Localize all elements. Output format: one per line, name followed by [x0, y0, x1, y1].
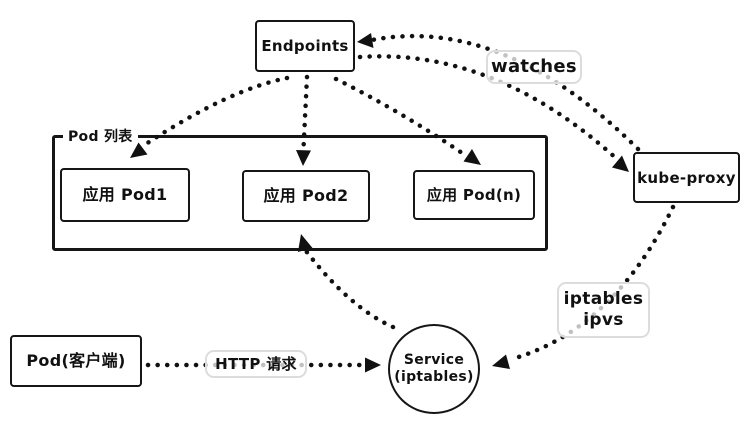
watches-text: watches — [491, 55, 577, 77]
edge-label-watches: watches — [486, 50, 582, 84]
node-podn-label: 应用 Pod(n) — [426, 186, 522, 204]
node-service-label-line2: (iptables) — [394, 369, 474, 385]
node-podn: 应用 Pod(n) — [413, 170, 535, 220]
arrowhead-service-left — [365, 357, 381, 373]
ipvs-text: ipvs — [583, 310, 624, 330]
node-kube-proxy: kube-proxy — [633, 152, 740, 203]
arrowhead-kubeproxy — [612, 155, 629, 172]
edge-endpoints-podn — [333, 76, 468, 158]
arrowhead-pod1 — [130, 142, 148, 158]
arrowhead-pod2-bottom — [298, 234, 313, 252]
node-pod2: 应用 Pod2 — [242, 170, 370, 222]
edge-service-pod2 — [303, 248, 396, 330]
arrowhead-podn — [463, 149, 481, 165]
arrowhead-endpoints — [357, 33, 374, 48]
node-service-label-line1: Service — [403, 352, 465, 369]
pod-list-label: Pod 列表 — [63, 126, 138, 146]
node-endpoints: Endpoints — [255, 20, 355, 72]
http-request-text: HTTP 请求 — [215, 354, 297, 373]
arrowhead-pod2 — [296, 150, 311, 166]
node-service: Service (iptables) — [388, 324, 480, 414]
node-pod1-label: 应用 Pod1 — [82, 185, 168, 205]
iptables-text: iptables — [563, 288, 644, 309]
node-kube-proxy-label: kube-proxy — [637, 168, 736, 187]
arrowhead-service-right — [492, 354, 510, 369]
edge-label-iptables-ipvs: iptables ipvs — [557, 282, 650, 338]
node-pod1: 应用 Pod1 — [60, 168, 190, 222]
edge-label-http-request: HTTP 请求 — [205, 350, 307, 378]
node-pod-client-label: Pod(客户端) — [26, 351, 126, 371]
node-pod-client: Pod(客户端) — [10, 335, 142, 387]
node-pod2-label: 应用 Pod2 — [263, 186, 349, 206]
node-endpoints-label: Endpoints — [261, 37, 349, 55]
edge-kubeproxy-service — [509, 204, 676, 362]
edge-endpoints-pod1 — [143, 75, 290, 147]
edge-endpoints-pod2 — [301, 74, 310, 151]
